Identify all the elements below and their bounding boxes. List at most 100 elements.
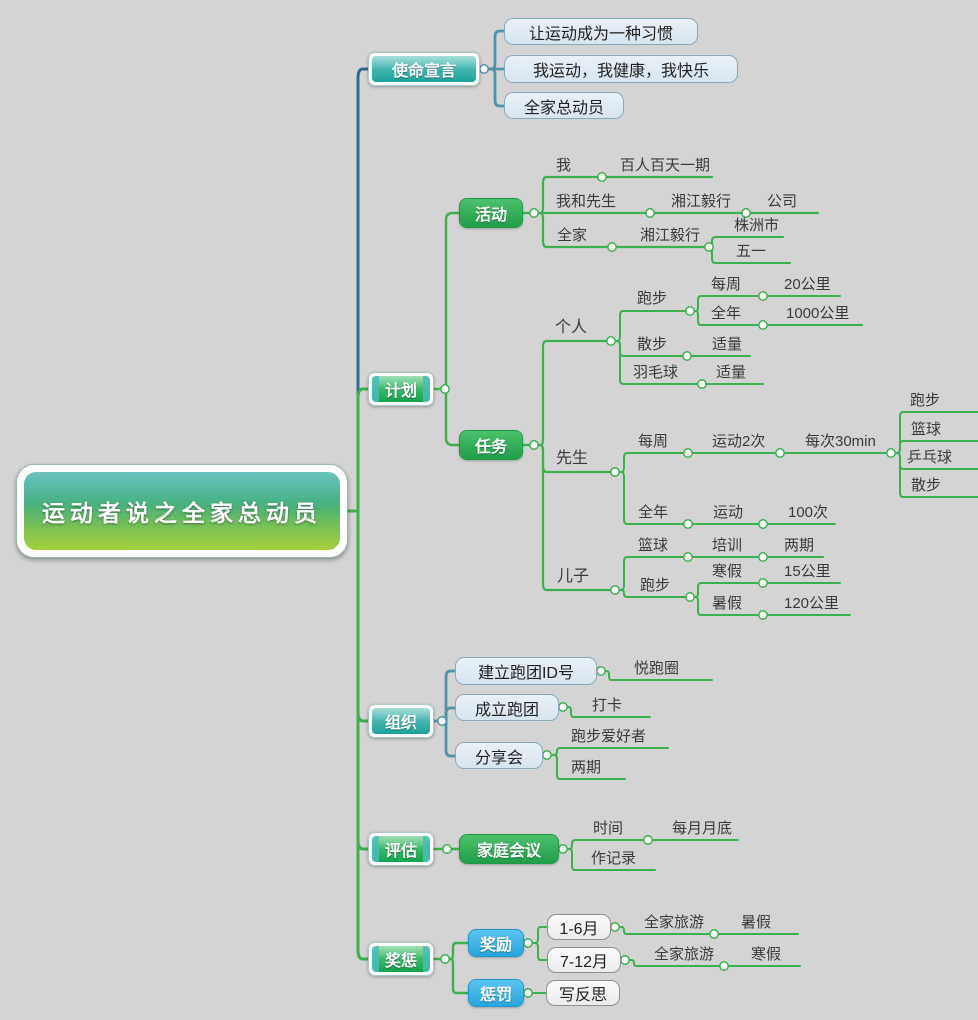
leaf-yearly-1[interactable]: 全年 bbox=[711, 305, 742, 322]
topic-reward[interactable]: 奖励 bbox=[468, 929, 524, 957]
connector-line bbox=[536, 339, 609, 447]
box-habit[interactable]: 让运动成为一种习惯 bbox=[504, 18, 698, 45]
leaf-120km[interactable]: 120公里 bbox=[784, 595, 840, 612]
leaf-moderate-2[interactable]: 适量 bbox=[716, 364, 747, 381]
leaf-100-times[interactable]: 100次 bbox=[788, 504, 829, 521]
topic-organization[interactable]: 组织 bbox=[368, 704, 434, 738]
topic-task-label: 任务 bbox=[474, 439, 507, 456]
junction-dot bbox=[775, 448, 785, 458]
topic-family-meeting[interactable]: 家庭会议 bbox=[459, 834, 559, 864]
junction-dot bbox=[643, 835, 653, 845]
connector-line bbox=[447, 941, 470, 961]
connector-line bbox=[566, 848, 656, 871]
connector-line bbox=[356, 67, 370, 512]
leaf-yuepaoquan[interactable]: 悦跑圈 bbox=[634, 660, 680, 677]
junction-dot bbox=[606, 336, 616, 346]
junction-dot bbox=[529, 208, 539, 218]
leaf-winter-1[interactable]: 寒假 bbox=[712, 563, 743, 580]
junction-dot bbox=[440, 384, 450, 394]
junction-dot bbox=[610, 922, 620, 932]
box-habit-label: 让运动成为一种习惯 bbox=[528, 25, 673, 43]
topic-plan[interactable]: 计划 bbox=[368, 372, 434, 406]
leaf-20km[interactable]: 20公里 bbox=[784, 276, 831, 293]
leaf-yearly-2[interactable]: 全年 bbox=[638, 504, 669, 521]
leaf-personal[interactable]: 个人 bbox=[555, 319, 588, 336]
leaf-run-2[interactable]: 跑步 bbox=[910, 392, 941, 409]
leaf-take-notes[interactable]: 作记录 bbox=[591, 850, 637, 867]
leaf-may-day[interactable]: 五一 bbox=[736, 243, 767, 260]
topic-family-meeting-label: 家庭会议 bbox=[476, 843, 541, 860]
topic-punishment[interactable]: 惩罚 bbox=[468, 979, 524, 1007]
junction-dot bbox=[596, 666, 606, 676]
junction-dot bbox=[758, 291, 768, 301]
leaf-exercise-twice[interactable]: 运动2次 bbox=[712, 433, 766, 450]
connector-line bbox=[693, 596, 851, 616]
topic-task[interactable]: 任务 bbox=[459, 430, 523, 460]
connector-line bbox=[618, 556, 824, 591]
leaf-husband[interactable]: 先生 bbox=[556, 450, 589, 467]
topic-mission[interactable]: 使命宣言 bbox=[368, 52, 480, 86]
leaf-walk-2[interactable]: 散步 bbox=[911, 477, 942, 494]
leaf-training[interactable]: 培训 bbox=[712, 537, 743, 554]
leaf-company[interactable]: 公司 bbox=[767, 193, 798, 210]
junction-dot bbox=[719, 961, 729, 971]
leaf-xiangjiang-hike-2[interactable]: 湘江毅行 bbox=[640, 227, 701, 244]
box-family-mobilization[interactable]: 全家总动员 bbox=[504, 92, 624, 119]
connector-line bbox=[444, 706, 457, 723]
leaf-whole-family[interactable]: 全家 bbox=[557, 227, 588, 244]
topic-activity[interactable]: 活动 bbox=[459, 198, 523, 228]
leaf-basketball-2[interactable]: 篮球 bbox=[638, 537, 669, 554]
leaf-two-terms-2[interactable]: 两期 bbox=[571, 759, 602, 776]
leaf-exercise[interactable]: 运动 bbox=[713, 504, 744, 521]
leaf-30min-each[interactable]: 每次30min bbox=[805, 433, 876, 450]
leaf-run-1[interactable]: 跑步 bbox=[637, 290, 668, 307]
leaf-time[interactable]: 时间 bbox=[593, 820, 624, 837]
box-run-club-id-label: 建立跑团ID号 bbox=[477, 665, 574, 682]
leaf-hundred-people[interactable]: 百人百天一期 bbox=[620, 157, 711, 174]
box-jan-jun[interactable]: 1-6月 bbox=[547, 914, 611, 940]
connector-line bbox=[356, 508, 370, 961]
leaf-15km[interactable]: 15公里 bbox=[784, 563, 831, 580]
connector-line bbox=[531, 926, 548, 944]
leaf-running-lovers[interactable]: 跑步爱好者 bbox=[571, 728, 647, 745]
leaf-zhuzhou[interactable]: 株洲市 bbox=[734, 217, 780, 234]
topic-evaluation[interactable]: 评估 bbox=[368, 832, 434, 866]
leaf-pingpong[interactable]: 乒乓球 bbox=[907, 449, 953, 466]
leaf-1000km[interactable]: 1000公里 bbox=[786, 305, 850, 322]
connector-line bbox=[618, 589, 687, 599]
connector-line bbox=[486, 29, 506, 71]
box-found-run-club[interactable]: 成立跑团 bbox=[455, 694, 559, 721]
leaf-basketball-1[interactable]: 篮球 bbox=[911, 421, 942, 438]
leaf-xiangjiang-hike-1[interactable]: 湘江毅行 bbox=[671, 193, 732, 210]
leaf-check-in[interactable]: 打卡 bbox=[592, 697, 623, 714]
leaf-winter-2[interactable]: 寒假 bbox=[751, 946, 782, 963]
box-slogan[interactable]: 我运动，我健康，我快乐 bbox=[504, 55, 738, 83]
leaf-run-3[interactable]: 跑步 bbox=[640, 577, 671, 594]
central-topic[interactable]: 运动者说之全家总动员 bbox=[16, 464, 348, 558]
leaf-family-trip-1[interactable]: 全家旅游 bbox=[644, 914, 705, 931]
leaf-son[interactable]: 儿子 bbox=[557, 568, 590, 585]
leaf-summer-1[interactable]: 暑假 bbox=[712, 595, 743, 612]
leaf-walk-1[interactable]: 散步 bbox=[637, 336, 668, 353]
leaf-summer-2[interactable]: 暑假 bbox=[741, 914, 772, 931]
leaf-two-terms-1[interactable]: 两期 bbox=[784, 537, 815, 554]
topic-rewards-punishments[interactable]: 奖惩 bbox=[368, 942, 434, 976]
junction-dot bbox=[558, 844, 568, 854]
connector-line bbox=[618, 471, 836, 525]
leaf-moderate-1[interactable]: 适量 bbox=[712, 336, 743, 353]
junction-dot bbox=[620, 955, 630, 965]
box-reflection[interactable]: 写反思 bbox=[546, 980, 620, 1006]
leaf-weekly-1[interactable]: 每周 bbox=[711, 276, 742, 293]
leaf-weekly-2[interactable]: 每周 bbox=[638, 433, 669, 450]
central-topic-label: 运动者说之全家总动员 bbox=[24, 472, 340, 550]
topic-organization-label: 组织 bbox=[372, 708, 430, 734]
leaf-month-end[interactable]: 每月月底 bbox=[672, 820, 733, 837]
box-sharing-session[interactable]: 分享会 bbox=[455, 742, 543, 769]
leaf-me-and-husband[interactable]: 我和先生 bbox=[556, 193, 617, 210]
box-run-club-id[interactable]: 建立跑团ID号 bbox=[455, 657, 597, 685]
leaf-badminton[interactable]: 羽毛球 bbox=[633, 364, 679, 381]
box-jul-dec[interactable]: 7-12月 bbox=[547, 947, 621, 973]
leaf-me[interactable]: 我 bbox=[556, 157, 572, 174]
topic-plan-label: 计划 bbox=[372, 376, 430, 402]
leaf-family-trip-2[interactable]: 全家旅游 bbox=[654, 946, 715, 963]
